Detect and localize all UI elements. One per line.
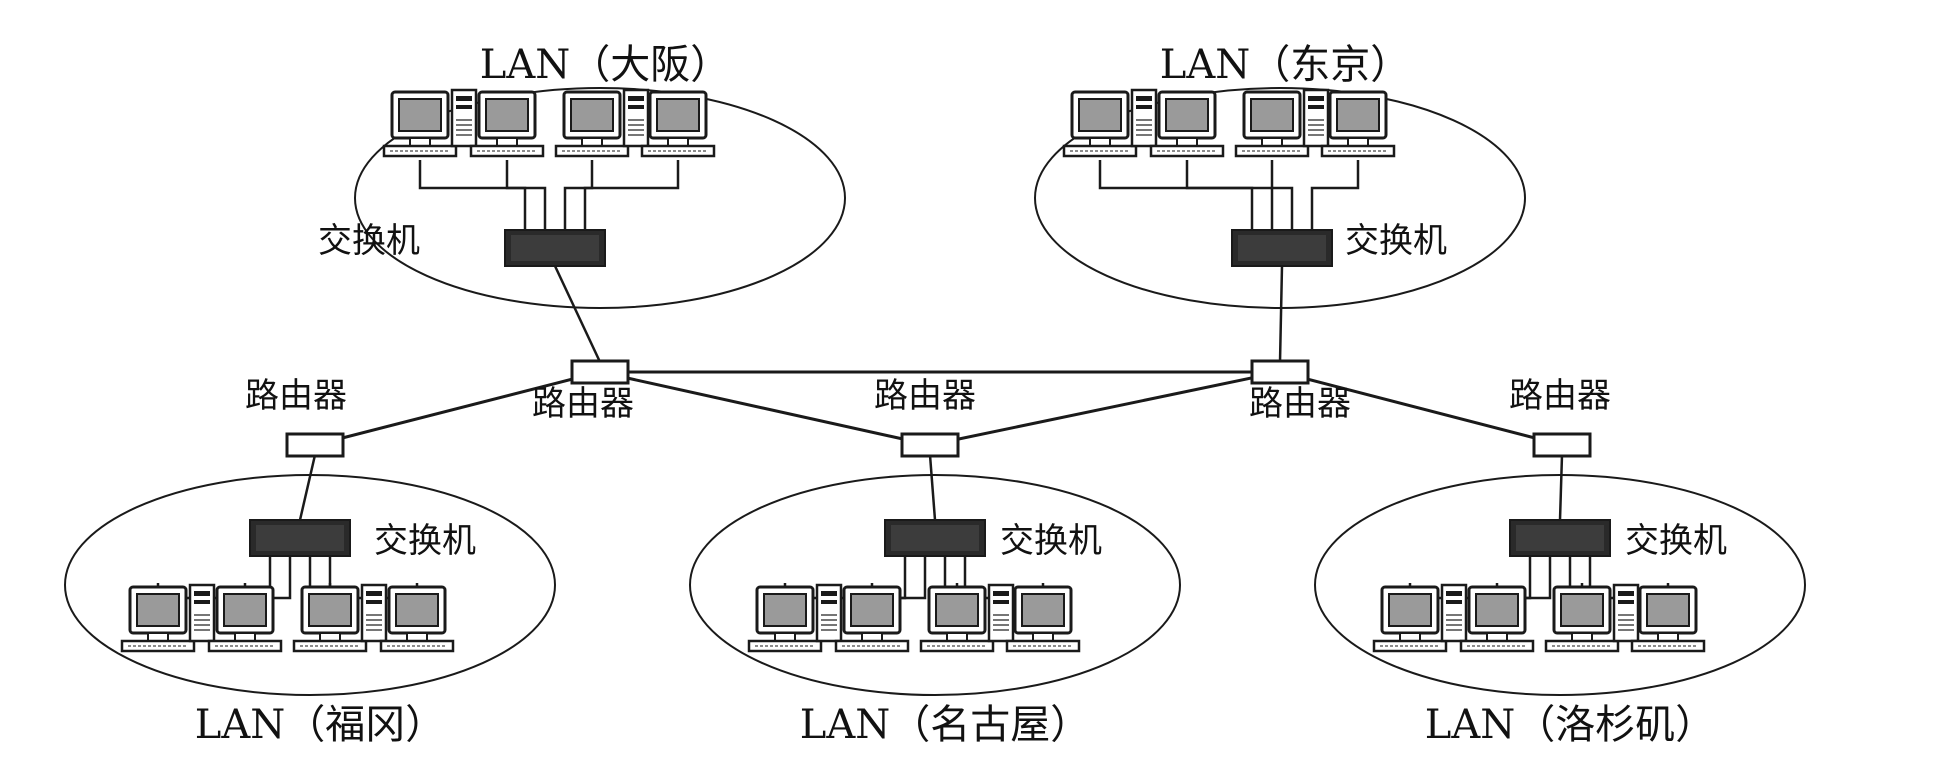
router-label: 路由器	[245, 376, 347, 416]
tower-case-icon	[987, 583, 1015, 643]
router-label: 路由器	[874, 376, 976, 416]
switch-icon	[884, 519, 986, 557]
switch-icon	[504, 229, 606, 267]
lan-cable	[418, 160, 527, 230]
lan-cable	[563, 160, 594, 230]
uplink-cable	[928, 454, 937, 521]
tower-case-icon	[1612, 583, 1640, 643]
computer-icon	[469, 90, 545, 158]
uplink-cable	[1558, 454, 1564, 521]
router-icon	[900, 432, 960, 458]
wan-links	[314, 370, 1563, 447]
computer-icon	[834, 585, 910, 653]
computer-icon	[554, 88, 650, 158]
computer-icon	[379, 585, 455, 653]
switch-label: 交换机	[318, 221, 420, 261]
lan-cable	[583, 160, 680, 230]
switch-label: 交换机	[1000, 521, 1102, 561]
computer-icon	[1459, 585, 1535, 653]
switch-label: 交换机	[1345, 221, 1447, 261]
wan-link	[314, 370, 601, 447]
lan-title: LAN（名古屋）	[800, 702, 1090, 748]
uplink-cable	[1278, 265, 1284, 363]
lan-cable	[1310, 160, 1360, 230]
lan-boundary	[689, 474, 1181, 696]
router-tokyo: 路由器	[1249, 359, 1351, 424]
lan-title: LAN（大阪）	[480, 42, 730, 88]
tower-case-icon	[188, 583, 216, 643]
lan-fukuoka: 交换机 LAN（福冈）	[64, 454, 556, 748]
tower-case-icon	[450, 88, 478, 148]
switch-icon	[1231, 229, 1333, 267]
computer-icon	[1149, 90, 1225, 158]
router-icon	[570, 359, 630, 385]
router-icon	[1250, 359, 1310, 385]
computer-icon	[919, 583, 1015, 653]
lan-groups: 交换机 LAN（大阪） 交换机 LAN（东京） 交换机 LAN（福冈） 交换机 LAN（名古屋…	[64, 42, 1806, 748]
uplink-cable	[298, 454, 317, 521]
lan-boundary	[354, 87, 846, 309]
wan-link	[1279, 370, 1563, 447]
computer-icon	[382, 88, 478, 158]
router-icon	[1532, 432, 1592, 458]
computer-icon	[1630, 585, 1706, 653]
lan-cable	[1270, 160, 1294, 230]
computer-icon	[292, 583, 388, 653]
switch-icon	[1509, 519, 1611, 557]
lan-cable	[505, 160, 547, 230]
lan-nagoya: 交换机 LAN（名古屋）	[689, 454, 1181, 748]
computer-icon	[640, 90, 716, 158]
computer-icon	[747, 583, 843, 653]
computer-icon	[1062, 88, 1158, 158]
router-label: 路由器	[1249, 384, 1351, 424]
tower-case-icon	[360, 583, 388, 643]
lan-tokyo: 交换机 LAN（东京）	[1034, 42, 1526, 363]
tower-case-icon	[1440, 583, 1468, 643]
tower-case-icon	[1302, 88, 1330, 148]
switch-label: 交换机	[1625, 521, 1727, 561]
lan-la: 交换机 LAN（洛杉矶）	[1314, 454, 1806, 748]
tower-case-icon	[815, 583, 843, 643]
router-icon	[285, 432, 345, 458]
switch-label: 交换机	[374, 521, 476, 561]
lan-title: LAN（东京）	[1160, 42, 1410, 88]
router-fukuoka: 路由器	[245, 376, 347, 458]
router-label: 路由器	[1509, 376, 1611, 416]
computer-icon	[1544, 583, 1640, 653]
routers: 路由器 路由器 路由器 路由器 路由器	[245, 359, 1611, 458]
wan-link	[929, 370, 1281, 447]
router-label: 路由器	[532, 384, 634, 424]
computer-icon	[1005, 585, 1081, 653]
lan-osaka: 交换机 LAN（大阪）	[318, 42, 846, 363]
computer-icon	[1320, 90, 1396, 158]
router-nagoya: 路由器	[874, 376, 976, 458]
tower-case-icon	[622, 88, 650, 148]
computer-icon	[1234, 88, 1330, 158]
lan-boundary	[1314, 474, 1806, 696]
lan-cable	[1098, 160, 1254, 230]
lan-title: LAN（洛杉矶）	[1425, 702, 1715, 748]
uplink-cable	[553, 265, 602, 363]
lan-cable	[1185, 160, 1274, 230]
computer-icon	[120, 583, 216, 653]
router-la: 路由器	[1509, 376, 1611, 458]
router-osaka: 路由器	[532, 359, 634, 424]
computer-icon	[1372, 583, 1468, 653]
lan-title: LAN（福冈）	[195, 702, 445, 748]
tower-case-icon	[1130, 88, 1158, 148]
computer-icon	[207, 585, 283, 653]
switch-icon	[249, 519, 351, 557]
wan-link	[599, 370, 931, 447]
